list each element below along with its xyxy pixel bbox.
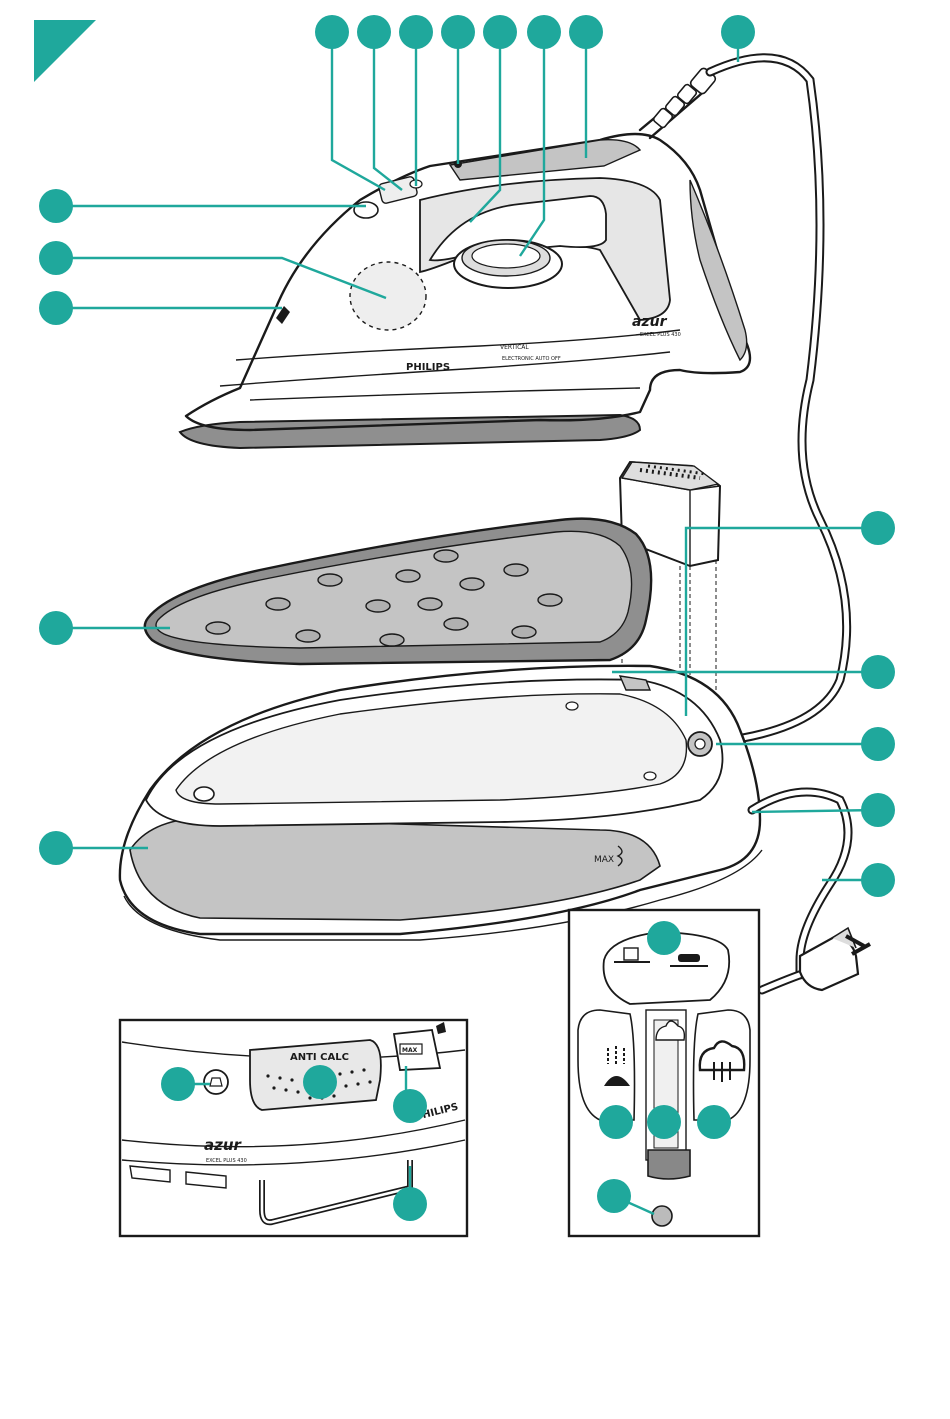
power-plug-icon <box>800 928 870 990</box>
callout-dot <box>599 1105 633 1139</box>
callout-dot <box>861 793 895 827</box>
panel-max-label: MAX <box>402 1047 418 1054</box>
steam-base: MAX <box>120 666 762 940</box>
corner-marker-icon <box>34 20 96 82</box>
base-max-label: MAX <box>594 855 614 865</box>
callout-dot <box>697 1105 731 1139</box>
callout-dot <box>393 1187 427 1221</box>
iron-brand-label: PHILIPS <box>406 362 450 373</box>
panel-model-subtitle: EXCEL PLUS 430 <box>206 1158 247 1164</box>
callout-dot <box>861 655 895 689</box>
callout-dot <box>861 863 895 897</box>
callout-dot <box>861 511 895 545</box>
callout-dot <box>483 15 517 49</box>
callout-dot <box>39 241 73 275</box>
anti-calc-label: ANTI CALC <box>290 1052 349 1063</box>
callout-dot <box>647 1105 681 1139</box>
callout-dot <box>39 611 73 645</box>
callout-dot <box>399 15 433 49</box>
callout-dot <box>569 15 603 49</box>
callout-dot <box>861 727 895 761</box>
callout-dot <box>441 15 475 49</box>
callout-dot <box>357 15 391 49</box>
callout-dot <box>315 15 349 49</box>
iron-model-logo: azur <box>632 314 668 330</box>
iron-electronic-text: ELECTRONIC AUTO OFF <box>502 356 561 362</box>
panel-model-logo: azur <box>204 1136 243 1154</box>
callout-dot <box>303 1065 337 1099</box>
control-panel-detail <box>569 910 759 1236</box>
callout-dot <box>161 1067 195 1101</box>
callout-dot <box>597 1179 631 1213</box>
callout-dot <box>527 15 561 49</box>
iron-model-subtitle: EXCEL PLUS 430 <box>640 332 681 338</box>
callout-dot <box>39 831 73 865</box>
ironing-pad <box>145 519 651 664</box>
iron-vertical-text: VERTICAL <box>500 344 529 351</box>
callout-dot <box>647 921 681 955</box>
iron-supply-cord <box>710 58 847 742</box>
callout-dot <box>393 1089 427 1123</box>
callout-dot <box>39 291 73 325</box>
callout-dot <box>39 189 73 223</box>
callout-dot <box>721 15 755 49</box>
